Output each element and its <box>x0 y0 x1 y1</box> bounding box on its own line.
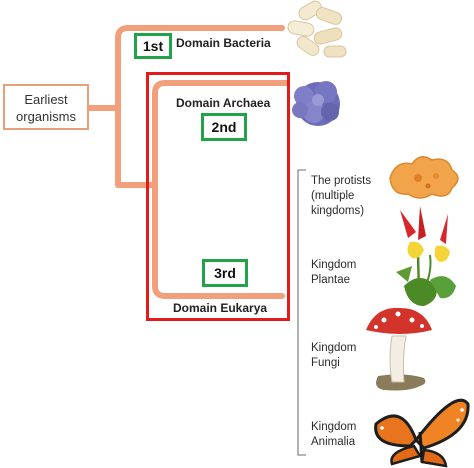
badge-third: 3rd <box>202 259 248 287</box>
kingdom-plantae-label: Kingdom Plantae <box>311 258 356 288</box>
archaea-icon <box>292 81 340 126</box>
animalia-line1: Kingdom <box>311 421 357 433</box>
mushroom-icon <box>366 307 432 391</box>
kingdom-protists-label: The protists (multiple kingdoms) <box>311 174 371 219</box>
highlight-box <box>146 72 290 321</box>
plantae-line2: Plantae <box>311 274 351 286</box>
plantae-line1: Kingdom <box>311 259 357 271</box>
fungi-line1: Kingdom <box>311 342 357 354</box>
flower-icon <box>396 206 456 306</box>
badge-second: 2nd <box>201 113 247 141</box>
kingdom-bracket <box>297 169 306 456</box>
domain-bacteria-label: Domain Bacteria <box>176 36 271 50</box>
protists-line3: kingdoms) <box>311 205 365 217</box>
protist-icon <box>389 156 459 199</box>
domain-eukarya-label: Domain Eukarya <box>173 301 268 315</box>
earliest-label-line2: organisms <box>16 109 76 124</box>
kingdom-animalia-label: Kingdom Animalia <box>311 420 356 450</box>
fungi-line2: Fungi <box>311 357 340 369</box>
protists-line2: (multiple <box>311 190 355 202</box>
branch-lines <box>86 25 289 299</box>
animalia-line2: Animalia <box>311 436 356 448</box>
badge-first: 1st <box>134 33 172 59</box>
protists-line1: The protists <box>311 175 372 187</box>
earliest-label-line1: Earliest <box>24 92 68 107</box>
domain-archaea-label: Domain Archaea <box>176 96 271 110</box>
earliest-organisms-box: Earliest organisms <box>3 84 89 130</box>
butterfly-icon <box>374 398 470 468</box>
kingdom-fungi-label: Kingdom Fungi <box>311 341 356 371</box>
bacteria-icon <box>287 0 347 58</box>
